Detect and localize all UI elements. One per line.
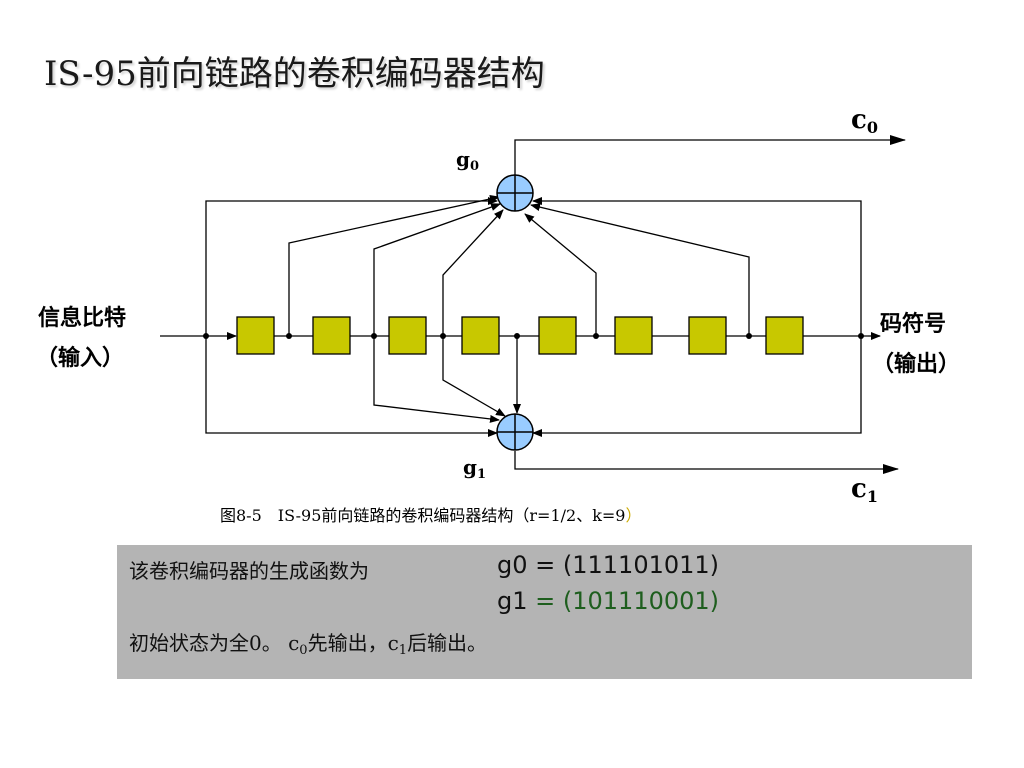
label-g0: g0 xyxy=(456,147,479,174)
output-label-sub: （输出） xyxy=(872,352,961,377)
register-3 xyxy=(388,316,427,355)
g0-tap-1 xyxy=(288,195,500,336)
loop-top-left xyxy=(205,197,498,336)
register-8 xyxy=(765,316,804,355)
output-c1-line xyxy=(514,451,899,474)
junction-dot xyxy=(286,333,292,339)
label-c1: c1 xyxy=(851,474,878,506)
register-5 xyxy=(538,316,577,355)
input-label: 信息比特 xyxy=(38,306,127,331)
register-1 xyxy=(236,316,275,355)
junction-dot xyxy=(440,333,446,339)
figure-caption: 图8-5 IS-95前向链路的卷积编码器结构（r=1/2、k=9） xyxy=(220,506,642,525)
register-6 xyxy=(614,316,653,355)
g0-tap-6 xyxy=(524,213,597,336)
generator-intro: 该卷积编码器的生成函数为 xyxy=(129,559,369,583)
register-2 xyxy=(312,316,351,355)
label-g1: g1 xyxy=(463,455,486,482)
init-state-text: 初始状态为全0。 c0先输出，c1后输出。 xyxy=(129,631,488,658)
page-title: IS-95前向链路的卷积编码器结构 xyxy=(44,54,545,94)
g1-function: g1 = (101110001) xyxy=(497,587,720,615)
junction-dot xyxy=(593,333,599,339)
output-label: 码符号 xyxy=(880,312,947,337)
junction-dot xyxy=(746,333,752,339)
adder-g1 xyxy=(496,413,534,451)
loop-bottom-right xyxy=(532,336,862,437)
junction-dot xyxy=(371,333,377,339)
g0-tap-7 xyxy=(530,203,750,336)
junction-dot xyxy=(858,333,864,339)
register-4 xyxy=(461,316,500,355)
junction-dot xyxy=(514,333,520,339)
g0-tap-3 xyxy=(442,209,504,336)
input-label-sub: （输入） xyxy=(36,346,125,371)
junction-dot xyxy=(203,333,209,339)
loop-bottom-left xyxy=(205,336,498,437)
g1-tap-2 xyxy=(373,336,500,423)
label-c0: c0 xyxy=(851,105,878,137)
g0-tap-2 xyxy=(373,203,501,336)
generator-info-box: 该卷积编码器的生成函数为 g0 = (111101011) g1 = (1011… xyxy=(117,545,972,679)
g0-function: g0 = (111101011) xyxy=(497,551,720,579)
g1-tap-3 xyxy=(442,336,506,417)
adder-g0 xyxy=(496,174,534,212)
loop-top-right xyxy=(532,197,862,336)
output-c0-line xyxy=(514,135,906,183)
register-7 xyxy=(688,316,727,355)
